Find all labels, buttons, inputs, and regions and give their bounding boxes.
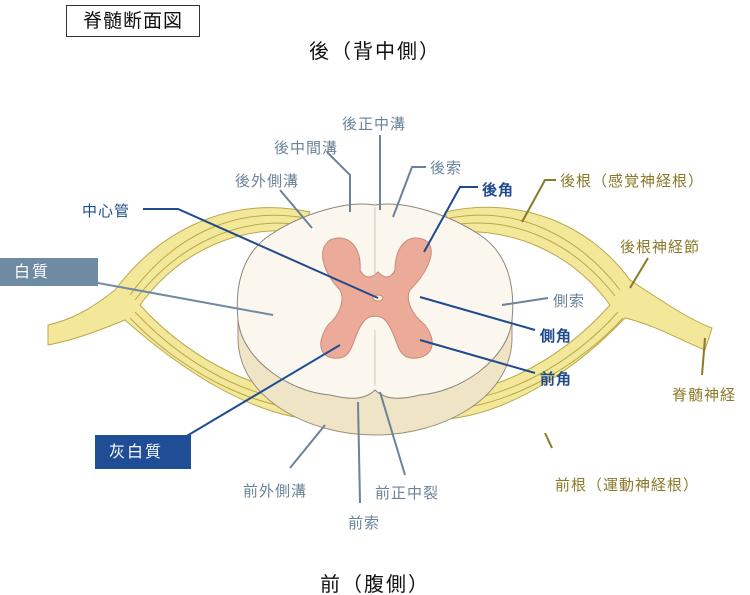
label-anterior-funiculus: 前索	[348, 514, 381, 532]
label-anterior-root: 前根（運動神経根）	[555, 476, 700, 494]
diagram-title: 脊髄断面図	[66, 5, 200, 37]
label-posterior-median-sulcus: 後正中溝	[342, 115, 407, 133]
label-posterior-funiculus: 後索	[430, 159, 463, 177]
label-anterolateral-sulcus: 前外側溝	[243, 482, 308, 500]
label-anterior-horn: 前角	[540, 370, 573, 388]
label-central-canal: 中心管	[82, 202, 131, 220]
label-white-matter: 白質	[0, 258, 98, 286]
ventral-direction-label: 前（腹側）	[320, 572, 430, 595]
label-dorsal-root-ganglion: 後根神経節	[620, 238, 701, 256]
label-posterior-horn: 後角	[482, 181, 515, 199]
label-lateral-horn: 側角	[540, 327, 573, 345]
dorsal-direction-label: 後（背中側）	[309, 39, 441, 63]
label-posterolateral-sulcus: 後外側溝	[235, 172, 300, 190]
label-posterior-root: 後根（感覚神経根）	[560, 172, 705, 190]
label-spinal-nerve: 脊髄神経	[672, 386, 737, 404]
label-anterior-median-fissure: 前正中裂	[375, 484, 440, 502]
label-gray-matter: 灰白質	[95, 435, 191, 469]
label-lateral-funiculus: 側索	[553, 292, 586, 310]
label-posterior-intermediate-sulcus: 後中間溝	[274, 139, 339, 157]
